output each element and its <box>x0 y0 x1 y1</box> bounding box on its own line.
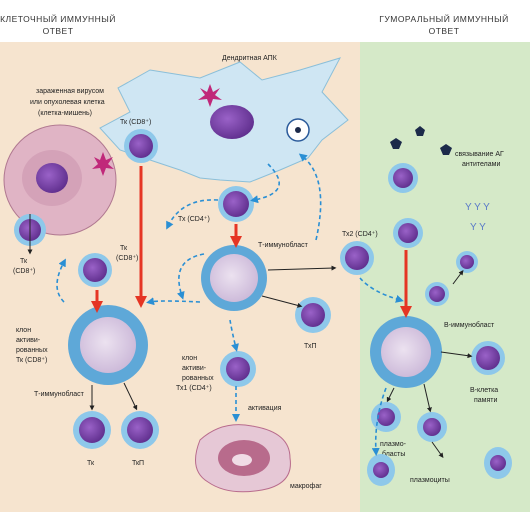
tk-cd8-top-nucleus <box>129 134 153 158</box>
txp-center-label: ТхП <box>304 343 317 350</box>
arrow-blue-9 <box>371 387 387 456</box>
arrow-black-7 <box>386 387 395 403</box>
arrow-blue-2 <box>166 199 219 230</box>
plasmocyte-2-nucleus <box>490 455 506 471</box>
arrow-black-1 <box>267 265 337 271</box>
b-cell-right-nucleus <box>398 223 418 243</box>
header-cellular-line2: ОТВЕТ <box>43 26 74 36</box>
virus-star-icon <box>198 84 222 107</box>
clone-tx-label-line3: рованных <box>182 375 214 382</box>
plasmocyte-1-nucleus <box>373 462 389 478</box>
b-immunoblast-nucleus <box>381 327 431 377</box>
clone-tx1-nucleus <box>226 357 250 381</box>
plasmoblast-2-nucleus <box>423 418 441 436</box>
plasmoblasts-label-line2: бласты <box>382 450 405 458</box>
arrow-blue-10 <box>146 297 201 306</box>
tkp-bottom-nucleus <box>127 417 153 443</box>
b-memory-label-line2: памяти <box>474 397 497 404</box>
binding-label-line1: связывание АГ <box>455 151 504 158</box>
arrow-blue-7 <box>298 153 322 241</box>
arrow-blue-5 <box>229 319 239 352</box>
header-humoral-line1: ГУМОРАЛЬНЫЙ ИММУННЫЙ <box>379 13 509 24</box>
tk-mid-label-line1: Тк <box>120 245 128 252</box>
tk-left-label-line1: Тк <box>20 258 28 265</box>
b-immunoblast-label: В-иммунобласт <box>444 321 495 329</box>
tx-cd4-nucleus <box>223 191 249 217</box>
dendritic-nucleus <box>210 105 254 139</box>
tx-cd4-label: Тх (CD4⁺) <box>178 216 210 223</box>
tk-mid-nucleus <box>83 258 107 282</box>
tk-bottom-nucleus <box>79 417 105 443</box>
clone-tx-label-line2: активи- <box>182 365 207 372</box>
target-label-line2: или опухолевая клетка <box>30 99 105 106</box>
arrow-black-10 <box>452 270 464 285</box>
activation-label: активация <box>248 405 282 412</box>
t-immunoblast-left-label: Т-иммунобласт <box>34 390 85 398</box>
t-immunoblast-center-nucleus <box>210 254 258 302</box>
arrow-black-8 <box>423 383 432 413</box>
arrow-blue-8 <box>359 277 404 303</box>
arrow-black-9 <box>431 441 444 459</box>
t-immunoblast-left-nucleus <box>80 317 136 373</box>
clone-tx-label-line1: клон <box>182 355 197 362</box>
b-cell-divide-1-nucleus <box>460 255 474 269</box>
b-memory-nucleus <box>476 346 500 370</box>
arrow-blue-6 <box>56 258 66 303</box>
antigen-cluster-icon <box>390 126 452 155</box>
target-virus-star-icon <box>92 152 114 176</box>
target-nucleus <box>36 163 68 193</box>
arrow-black-2 <box>261 295 303 308</box>
antigen-in-phagosome <box>295 127 301 133</box>
dendritic-label: Дендритная АПК <box>222 55 278 62</box>
antibody-icons-2: Y Y <box>470 222 486 233</box>
b-cell-top-nucleus <box>393 168 413 188</box>
header-humoral-line2: ОТВЕТ <box>429 26 460 36</box>
clone-tx-label-line4: Тх1 (CD4⁺) <box>176 385 212 392</box>
clone-tk-label-line1: клон <box>16 327 31 334</box>
b-memory-label-line1: В-клетка <box>470 387 498 394</box>
target-label-line3: (клетка-мишень) <box>38 110 92 117</box>
target-label-line1: зараженная вирусом <box>36 88 104 95</box>
plasmoblast-1-nucleus <box>377 408 395 426</box>
tkp-bottom-label: ТкП <box>132 460 144 467</box>
arrow-blue-3 <box>176 253 205 300</box>
clone-tk-label-line2: активи- <box>16 337 41 344</box>
macrophage-vacuole <box>232 454 252 466</box>
txp-center-nucleus <box>301 303 325 327</box>
tk-left-label-line2: (CD8⁺) <box>13 268 35 275</box>
arrow-black-6 <box>440 351 473 359</box>
tx2-label: Тх2 (CD4⁺) <box>342 231 378 238</box>
tk-mid-label-line2: (CD8⁺) <box>116 255 138 262</box>
clone-tk-label-line3: рованных <box>16 347 48 354</box>
antibody-icons: Y Y Y <box>465 202 490 213</box>
plasmocytes-label: плазмоциты <box>410 477 450 484</box>
tx2-nucleus <box>345 246 369 270</box>
b-cell-divide-2-nucleus <box>429 286 445 302</box>
t-immunoblast-center-label: Т-иммунобласт <box>258 241 309 249</box>
arrow-black-5 <box>123 382 138 411</box>
plasmoblasts-label-line1: плазмо- <box>380 441 407 448</box>
macrophage-label: макрофаг <box>290 483 322 490</box>
tk-cd8-top-label: Тк (CD8⁺) <box>120 119 151 126</box>
binding-label-line2: антителами <box>462 161 500 168</box>
tk-bottom-label: Тк <box>87 460 95 467</box>
clone-tk-label-line4: Тк (CD8⁺) <box>16 357 47 364</box>
header-cellular-line1: КЛЕТОЧНЫЙ ИММУННЫЙ <box>0 13 116 24</box>
